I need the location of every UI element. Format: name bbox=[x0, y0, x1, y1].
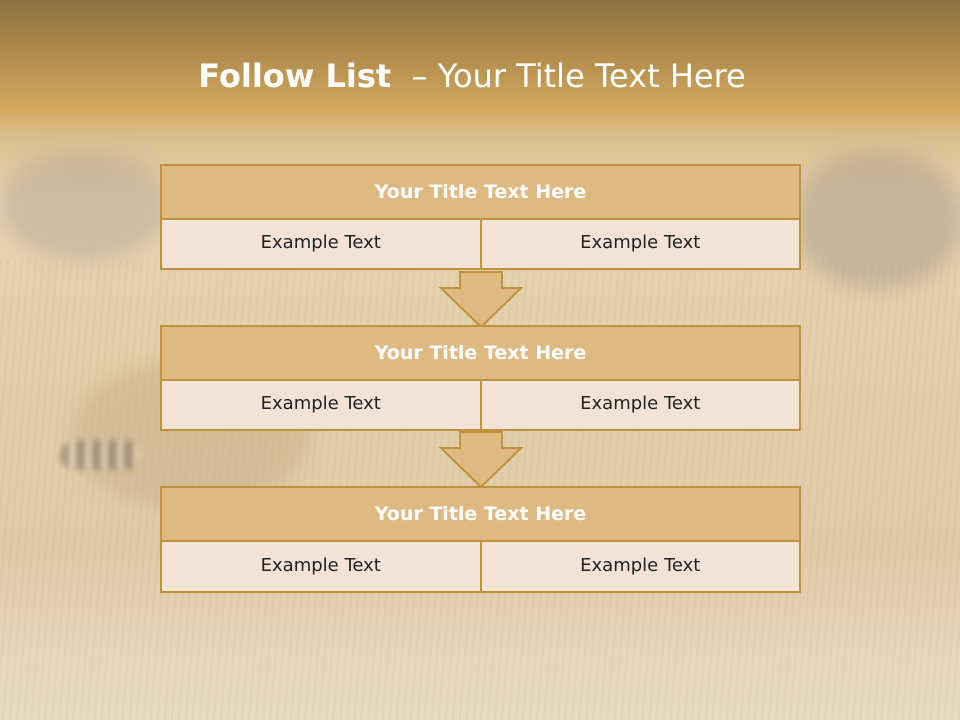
step-cell-left: Example Text bbox=[160, 542, 482, 593]
background-cheetah-tail bbox=[60, 440, 140, 470]
down-arrow-icon bbox=[439, 431, 523, 489]
step-cell-right: Example Text bbox=[481, 220, 801, 270]
step-title: Your Title Text Here bbox=[160, 486, 801, 542]
step-row: Example Text Example Text bbox=[160, 381, 801, 431]
step-block-3: Your Title Text Here Example Text Exampl… bbox=[160, 486, 801, 593]
step-block-2: Your Title Text Here Example Text Exampl… bbox=[160, 325, 801, 431]
step-title: Your Title Text Here bbox=[160, 325, 801, 381]
step-cell-right: Example Text bbox=[481, 542, 801, 593]
step-row: Example Text Example Text bbox=[160, 542, 801, 593]
slide-title: Follow List – Your Title Text Here bbox=[0, 54, 944, 98]
step-title: Your Title Text Here bbox=[160, 164, 801, 220]
slide-title-bold: Follow List bbox=[198, 57, 392, 95]
slide-title-rest: – Your Title Text Here bbox=[411, 57, 746, 95]
step-cell-right: Example Text bbox=[481, 381, 801, 431]
step-cell-left: Example Text bbox=[160, 381, 482, 431]
step-block-1: Your Title Text Here Example Text Exampl… bbox=[160, 164, 801, 270]
down-arrow-icon bbox=[439, 271, 523, 329]
step-row: Example Text Example Text bbox=[160, 220, 801, 270]
background-herd-left bbox=[0, 150, 170, 260]
background-herd-right bbox=[790, 150, 960, 290]
step-cell-left: Example Text bbox=[160, 220, 482, 270]
